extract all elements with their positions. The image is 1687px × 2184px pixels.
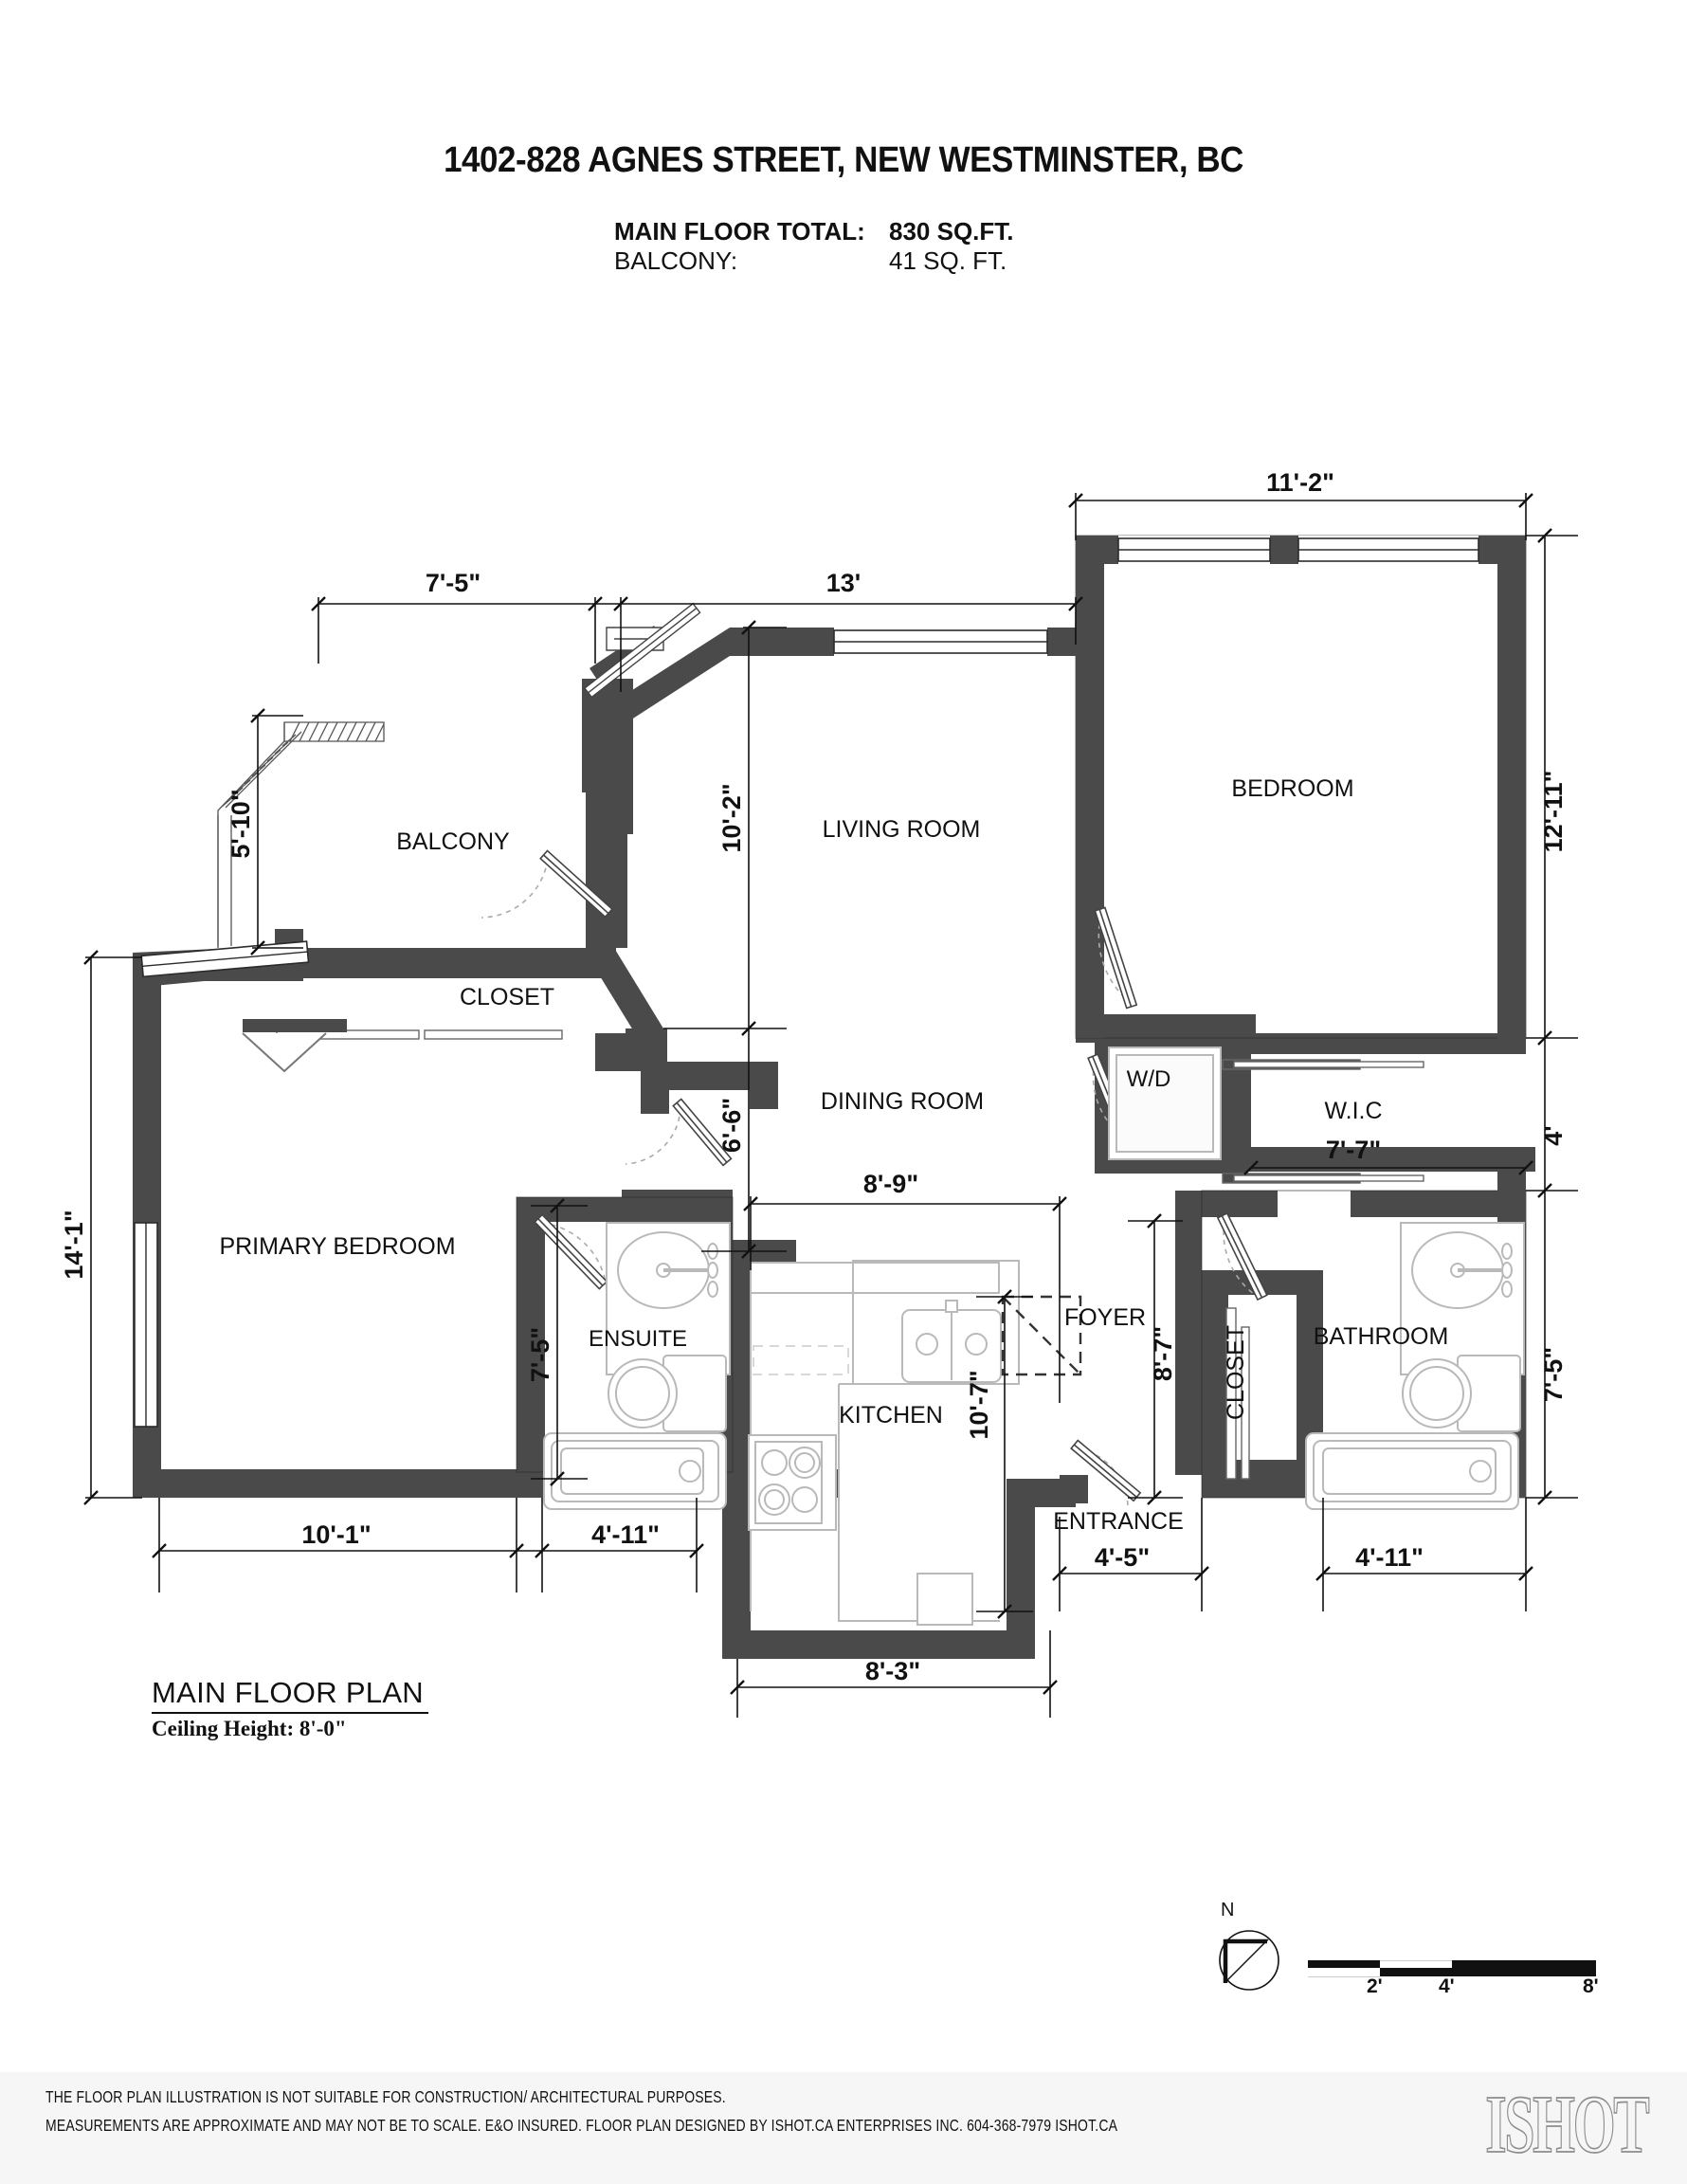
scale-seg-5: [1308, 1968, 1380, 1977]
page-title: 1402-828 AGNES STREET, NEW WESTMINSTER, …: [444, 140, 1243, 180]
room-label-primary-bedroom: PRIMARY BEDROOM: [219, 1233, 455, 1260]
ishot-logo: ISHOT: [1484, 2078, 1650, 2171]
footer: THE FLOOR PLAN ILLUSTRATION IS NOT SUITA…: [0, 2072, 1687, 2184]
scale-seg-4: [1380, 1968, 1452, 1976]
room-label-closet-2: CLOSET: [1223, 1325, 1249, 1420]
washer-dryer: [1108, 1046, 1222, 1160]
primary-closet: [242, 1019, 347, 1073]
dim-8-7: 8'-7": [1149, 1326, 1177, 1381]
balcony-railing: [217, 721, 385, 948]
scale-seg-1: [1308, 1960, 1380, 1969]
dim-8-3: 8'-3": [865, 1657, 920, 1685]
plan-label-title: MAIN FLOOR PLAN: [152, 1676, 424, 1709]
dim-12-11: 12'-11": [1539, 771, 1568, 853]
dim-13: 13': [826, 569, 861, 597]
kitchen-sink: [901, 1300, 1002, 1383]
kitchen-peninsula: [916, 1573, 973, 1626]
plan-label-ceiling: Ceiling Height: 8'-0": [152, 1717, 347, 1740]
dim-11-2: 11'-2": [1266, 468, 1334, 497]
disclaimer-line-1: THE FLOOR PLAN ILLUSTRATION IS NOT SUITA…: [45, 2087, 726, 2106]
room-labels: BALCONY LIVING ROOM BEDROOM CLOSET DININ…: [219, 775, 1448, 1535]
dim-7-5-b: 7'-5": [526, 1327, 554, 1382]
dim-10-7: 10'-7": [965, 1370, 993, 1439]
room-label-bedroom: BEDROOM: [1231, 775, 1353, 802]
room-label-balcony: BALCONY: [396, 828, 510, 855]
dim-4-5: 4'-5": [1095, 1543, 1150, 1572]
ensuite-toilet: [608, 1355, 727, 1432]
compass-north-icon: N: [1213, 1900, 1285, 1996]
dim-4-11-a: 4'-11": [591, 1520, 660, 1549]
room-label-kitchen: KITCHEN: [839, 1402, 943, 1429]
room-label-foyer: FOYER: [1064, 1304, 1146, 1331]
dimension-labels: 11'-2" 7'-5" 13' 5'-10" 12'-11" 10'-2" 4…: [60, 468, 1568, 1685]
dim-14-1: 14'-1": [60, 1210, 88, 1279]
scale-seg-6: [1452, 1968, 1596, 1976]
plan-label-block: MAIN FLOOR PLAN Ceiling Height: 8'-0": [152, 1676, 428, 1741]
room-label-bathroom: BATHROOM: [1314, 1323, 1449, 1350]
scale-tick-4ft: 4': [1439, 1975, 1455, 1997]
room-label-wic: W.I.C: [1324, 1098, 1382, 1124]
fixtures: [242, 1019, 1525, 1626]
dim-10-2: 10'-2": [717, 783, 746, 852]
plan-label-rule: [152, 1712, 428, 1714]
room-label-dining-room: DINING ROOM: [821, 1088, 984, 1115]
compass-icon: [1219, 1930, 1279, 1991]
room-label-closet: CLOSET: [460, 984, 554, 1010]
room-label-wd: W/D: [1127, 1066, 1171, 1092]
dim-10-1: 10'-1": [301, 1520, 371, 1549]
room-label-entrance: ENTRANCE: [1053, 1508, 1184, 1535]
windows: [134, 537, 1479, 1428]
area-totals: MAIN FLOOR TOTAL: 830 SQ.FT. BALCONY: 41…: [0, 217, 1687, 276]
disclaimer-line-2: MEASUREMENTS ARE APPROXIMATE AND MAY NOT…: [45, 2116, 1118, 2135]
angled-wall: [582, 626, 663, 834]
bathroom-toilet: [1402, 1355, 1521, 1432]
scale-seg-3: [1452, 1960, 1596, 1969]
dim-5-10: 5'-10": [227, 789, 255, 858]
dim-7-7: 7'-7": [1326, 1136, 1381, 1164]
main-floor-total-row: MAIN FLOOR TOTAL: 830 SQ.FT.: [607, 217, 1080, 246]
kitchen-counters: [750, 1260, 1020, 1622]
dim-7-5-a: 7'-5": [426, 569, 481, 597]
header: 1402-828 AGNES STREET, NEW WESTMINSTER, …: [0, 0, 1687, 276]
scale-tick-2ft: 2': [1367, 1975, 1383, 1997]
balcony-total-value: 41 SQ. FT.: [889, 246, 1007, 275]
dim-4: 4': [1539, 1125, 1568, 1145]
room-label-ensuite: ENSUITE: [589, 1326, 687, 1352]
bathroom-bathtub: [1305, 1432, 1519, 1510]
main-floor-total-label: MAIN FLOOR TOTAL:: [614, 217, 865, 246]
dim-8-9: 8'-9": [863, 1170, 918, 1198]
closet-rods: [276, 1029, 1424, 1480]
dim-7-5-c: 7'-5": [1539, 1347, 1568, 1402]
scale-tick-8ft: 8': [1583, 1975, 1599, 1997]
dimension-lines: [82, 492, 1578, 1718]
main-floor-total-value: 830 SQ.FT.: [889, 217, 1014, 246]
ensuite-sink: [606, 1222, 731, 1375]
dim-4-11-b: 4'-11": [1355, 1543, 1424, 1572]
kitchen-stove: [748, 1434, 837, 1531]
kitchen-dishwasher: [1001, 1295, 1082, 1376]
room-label-living-room: LIVING ROOM: [823, 816, 981, 843]
balcony-total-label: BALCONY:: [614, 246, 738, 275]
bathroom-sink: [1400, 1222, 1525, 1375]
ensuite-bathtub: [543, 1432, 727, 1510]
compass-north-label: N: [1221, 1900, 1235, 1920]
balcony-total-row: BALCONY: 41 SQ. FT.: [607, 246, 1080, 276]
dim-6-6: 6'-6": [717, 1098, 746, 1153]
